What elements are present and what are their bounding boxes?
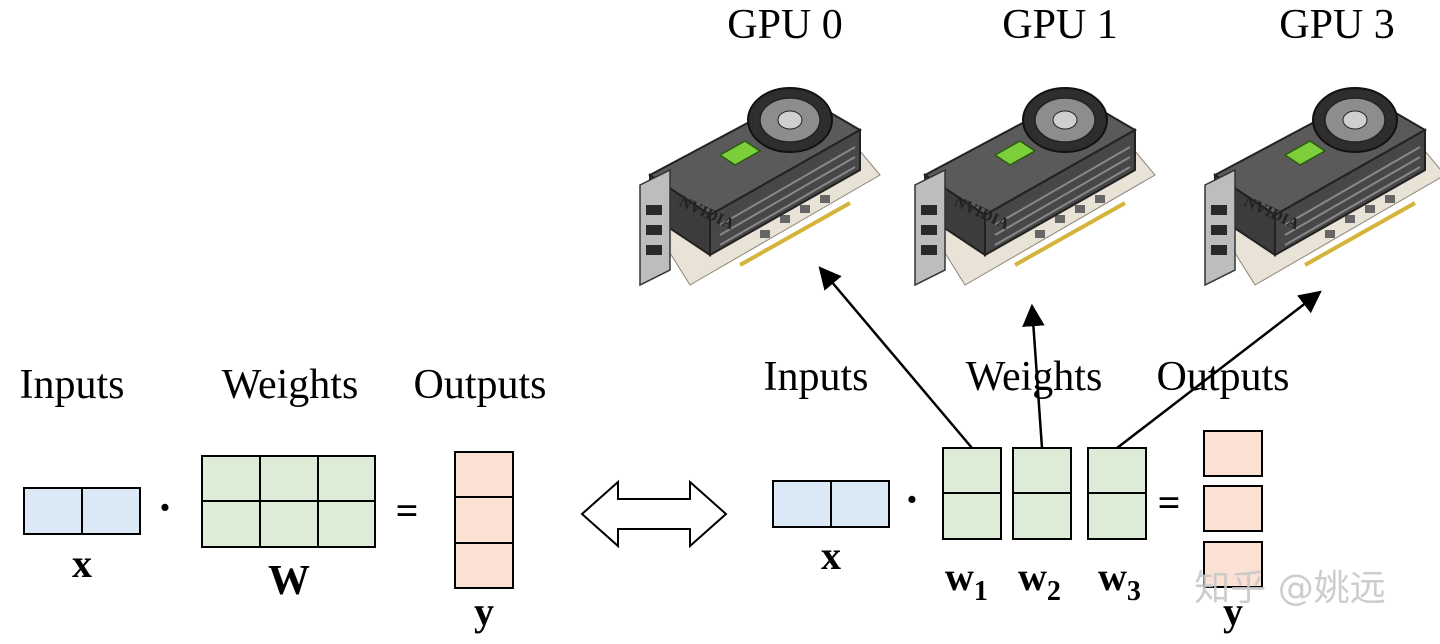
right-x-symbol: x xyxy=(821,533,841,578)
left-w-symbol: W xyxy=(268,558,310,604)
left-inputs-label: Inputs xyxy=(20,362,125,408)
right-outputs-label: Outputs xyxy=(1156,354,1289,400)
weight-shard-w1 xyxy=(942,447,1002,540)
w3-symbol: w3 xyxy=(1098,554,1141,607)
gpu-label-1: GPU 1 xyxy=(1002,2,1118,48)
left-output-vector xyxy=(454,451,514,589)
gpu-1-card-icon: NVIDIA xyxy=(913,86,1157,287)
right-input-vector xyxy=(772,480,890,528)
w1-base: w xyxy=(945,554,974,599)
w2-symbol: w2 xyxy=(1018,554,1061,607)
w2-subscript: 2 xyxy=(1047,576,1061,607)
left-outputs-label: Outputs xyxy=(413,362,546,408)
right-dot-operator: · xyxy=(905,475,920,524)
equivalence-arrow-icon xyxy=(580,479,728,549)
gpu-3-card-icon: NVIDIA xyxy=(1203,86,1440,287)
left-x-symbol: x xyxy=(72,541,92,586)
output-shard-2 xyxy=(1203,485,1263,532)
left-input-vector xyxy=(23,487,141,535)
w1-subscript: 1 xyxy=(974,576,988,607)
w1-symbol: w1 xyxy=(945,554,988,607)
left-y-symbol: y xyxy=(474,589,494,634)
output-shard-3 xyxy=(1203,541,1263,588)
arrow-w3-to-gpu3 xyxy=(1116,290,1322,449)
right-y-symbol: y xyxy=(1223,589,1243,634)
output-shard-1 xyxy=(1203,430,1263,477)
left-weights-label: Weights xyxy=(222,362,359,408)
arrow-w2-to-gpu1 xyxy=(1022,303,1045,449)
w3-base: w xyxy=(1098,554,1127,599)
watermark-text: 知乎 @姚远 xyxy=(1194,568,1385,609)
weight-shard-w2 xyxy=(1012,447,1072,540)
gpu-0-card-icon: NVIDIA xyxy=(638,86,882,287)
right-inputs-label: Inputs xyxy=(764,354,869,400)
right-equals-sign: = xyxy=(1158,480,1181,525)
left-weight-matrix xyxy=(201,455,376,548)
w2-base: w xyxy=(1018,554,1047,599)
left-equals-sign: = xyxy=(396,488,419,533)
gpu-label-0: GPU 0 xyxy=(727,2,843,48)
weight-shard-w3 xyxy=(1087,447,1147,540)
right-weights-label: Weights xyxy=(966,354,1103,400)
arrow-w1-to-gpu0 xyxy=(818,266,973,449)
gpu-label-3: GPU 3 xyxy=(1279,2,1395,48)
w3-subscript: 3 xyxy=(1127,576,1141,607)
left-dot-operator: · xyxy=(158,483,173,532)
